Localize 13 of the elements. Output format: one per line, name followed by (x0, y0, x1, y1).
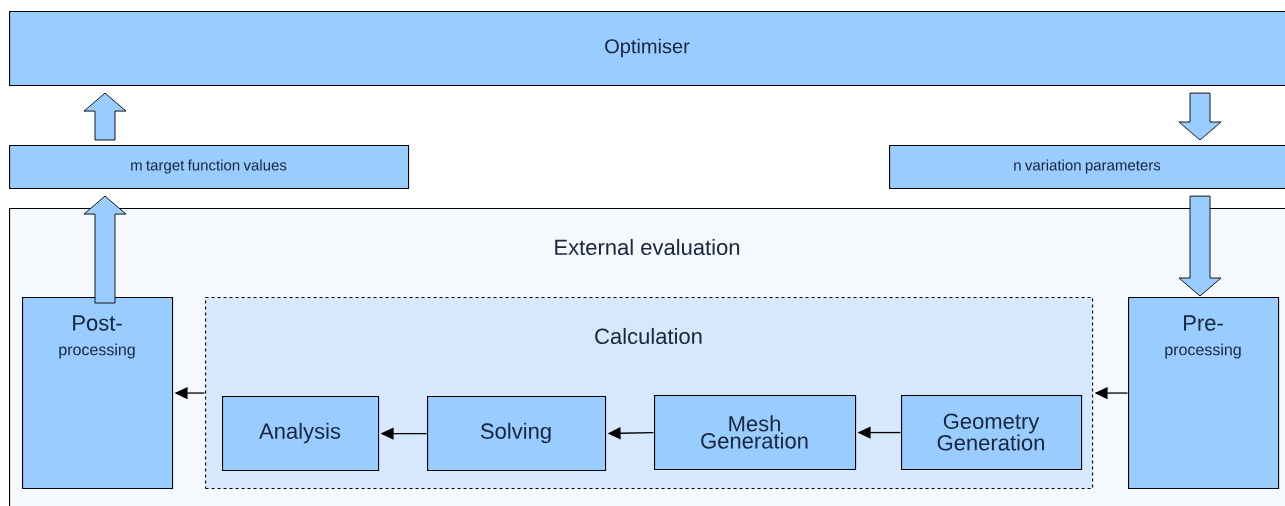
process-box: Pre- processing (1128, 297, 1280, 490)
process-box: m target function values (9, 145, 410, 190)
process-box: Analysis (222, 396, 380, 472)
process-box: Solving (427, 396, 607, 472)
process-box: Geometry Generation (901, 395, 1083, 471)
process-box: Post- processing (22, 297, 174, 490)
block-arrow (1178, 195, 1222, 297)
block-arrow (83, 195, 127, 304)
process-box: Optimiser (9, 11, 1285, 87)
block-arrow (83, 92, 127, 141)
block-arrow (1178, 92, 1222, 141)
process-box: n variation parameters (889, 145, 1285, 190)
process-box: Mesh Generation (654, 395, 857, 471)
